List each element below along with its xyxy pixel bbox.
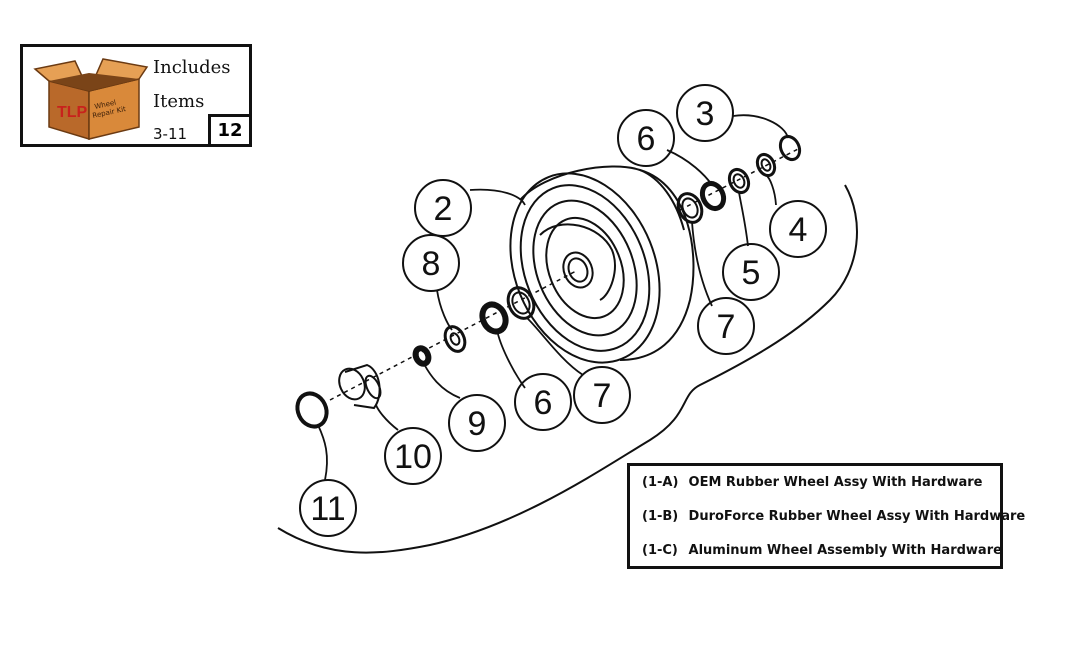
callout-5: 5 <box>742 254 761 292</box>
callout-3: 3 <box>696 95 715 133</box>
legend-text: Aluminum Wheel Assembly With Hardware <box>688 543 1002 558</box>
cardboard-box-icon: TLP Wheel Repair Kit <box>33 58 149 141</box>
callout-2: 2 <box>434 190 453 228</box>
part-7-seal-right <box>676 192 704 224</box>
part-10-cap <box>338 363 382 410</box>
callout-5-circle <box>722 243 780 301</box>
legend-row-1b: (1-B) DuroForce Rubber Wheel Assy With H… <box>642 500 1025 534</box>
kit-includes-label: Includes <box>153 57 231 78</box>
legend-row-1c: (1-C) Aluminum Wheel Assembly With Hardw… <box>642 534 1002 568</box>
kit-contents-box: TLP Wheel Repair Kit Includes Items 3-11… <box>20 44 252 147</box>
part-4-washer <box>755 152 777 178</box>
legend-text: OEM Rubber Wheel Assy With Hardware <box>688 475 983 490</box>
callout-11: 11 <box>310 490 345 528</box>
part-3-snap-ring <box>778 134 802 162</box>
axle-line <box>329 269 579 401</box>
kit-items-label: Items <box>153 91 205 112</box>
callout-6-lower: 6 <box>534 384 553 422</box>
callout-7-lower: 7 <box>593 377 612 415</box>
callout-10: 10 <box>394 438 432 476</box>
kit-range-label: 3-11 <box>153 125 188 143</box>
callout-4: 4 <box>789 211 808 249</box>
assembly-legend: (1-A) OEM Rubber Wheel Assy With Hardwar… <box>627 463 1025 569</box>
part-6-bearing-lower <box>479 301 509 335</box>
callout-11-circle <box>299 479 357 537</box>
axle-line-upper <box>679 147 801 211</box>
callout-3-circle <box>676 84 734 142</box>
legend-code: (1-C) <box>642 543 678 558</box>
part-9-nut <box>412 345 432 367</box>
callout-8-circle <box>402 234 460 292</box>
callout-7-lower-circle <box>573 366 631 424</box>
kit-item-count: 12 <box>208 114 252 147</box>
callout-9-circle <box>448 394 506 452</box>
part-11-snap-ring <box>295 391 329 429</box>
callout-7-right-circle <box>697 297 755 355</box>
callout-8: 8 <box>422 245 441 283</box>
callout-7-right: 7 <box>717 308 736 346</box>
svg-text:TLP: TLP <box>57 104 88 121</box>
callout-6-upper-circle <box>617 109 675 167</box>
legend-code: (1-B) <box>642 509 679 524</box>
wheel-assembly <box>509 165 695 364</box>
callout-4-circle <box>769 200 827 258</box>
part-6-bearing-upper <box>699 180 727 212</box>
legend-code: (1-A) <box>642 475 679 490</box>
part-5-spacer <box>727 167 751 195</box>
callout-9: 9 <box>468 405 487 443</box>
part-8-washer <box>443 325 467 353</box>
legend-row-1a: (1-A) OEM Rubber Wheel Assy With Hardwar… <box>642 466 1000 500</box>
legend-text: DuroForce Rubber Wheel Assy With Hardwar… <box>688 509 1026 524</box>
callout-2-circle <box>414 179 472 237</box>
callout-6-upper: 6 <box>637 120 656 158</box>
part-7-seal-lower <box>506 286 536 320</box>
leader-lines <box>317 114 789 481</box>
callout-10-circle <box>384 427 442 485</box>
callout-6-lower-circle <box>514 373 572 431</box>
frame-outline <box>277 184 858 554</box>
